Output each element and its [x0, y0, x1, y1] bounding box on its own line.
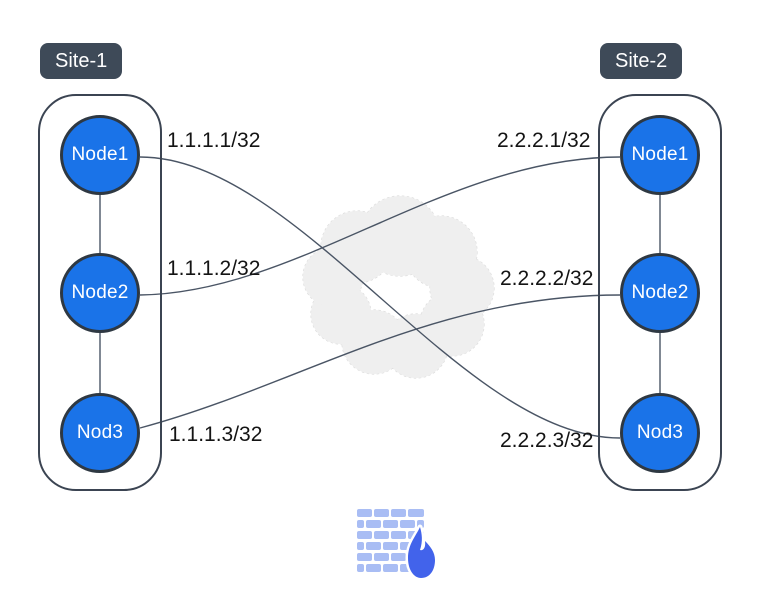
- site2-nod3: Nod3: [620, 393, 700, 473]
- site1-label: Site-1: [55, 49, 108, 72]
- site1-container: [38, 94, 162, 491]
- site2-nod3-label: Nod3: [636, 422, 684, 443]
- site1-badge: Site-1: [40, 43, 123, 79]
- site1-node2-label: Node2: [71, 282, 129, 303]
- flame-icon: [405, 524, 438, 581]
- ip-label-site1-node1: 1.1.1.1/32: [167, 129, 261, 152]
- connection-site1node1-site2nod3: [139, 156, 621, 439]
- connection-site1nod3-site2node2: [139, 294, 621, 429]
- site2-node2: Node2: [620, 253, 700, 333]
- ip-label-site1-node2: 1.1.1.2/32: [167, 257, 261, 280]
- site2-container: [598, 94, 722, 491]
- site1-nod3: Nod3: [60, 393, 140, 473]
- site2-node1-label: Node1: [631, 144, 689, 165]
- firewall-icon: [357, 509, 438, 581]
- ip-label-site2-nod3: 2.2.2.3/32: [500, 429, 594, 452]
- site1-nod3-label: Nod3: [76, 422, 124, 443]
- connection-site1node2-site2node1: [139, 156, 621, 296]
- site2-badge: Site-2: [600, 43, 683, 79]
- site2-label: Site-2: [615, 49, 668, 72]
- ip-label-site2-node1: 2.2.2.1/32: [497, 129, 591, 152]
- ip-label-site2-node2: 2.2.2.2/32: [500, 267, 594, 290]
- site2-node1: Node1: [620, 115, 700, 195]
- cloud-icon: [302, 195, 495, 379]
- site1-node1-label: Node1: [71, 144, 129, 165]
- site1-node2: Node2: [60, 253, 140, 333]
- site2-node2-label: Node2: [631, 282, 689, 303]
- site1-node1: Node1: [60, 115, 140, 195]
- ip-label-site1-nod3: 1.1.1.3/32: [169, 423, 263, 446]
